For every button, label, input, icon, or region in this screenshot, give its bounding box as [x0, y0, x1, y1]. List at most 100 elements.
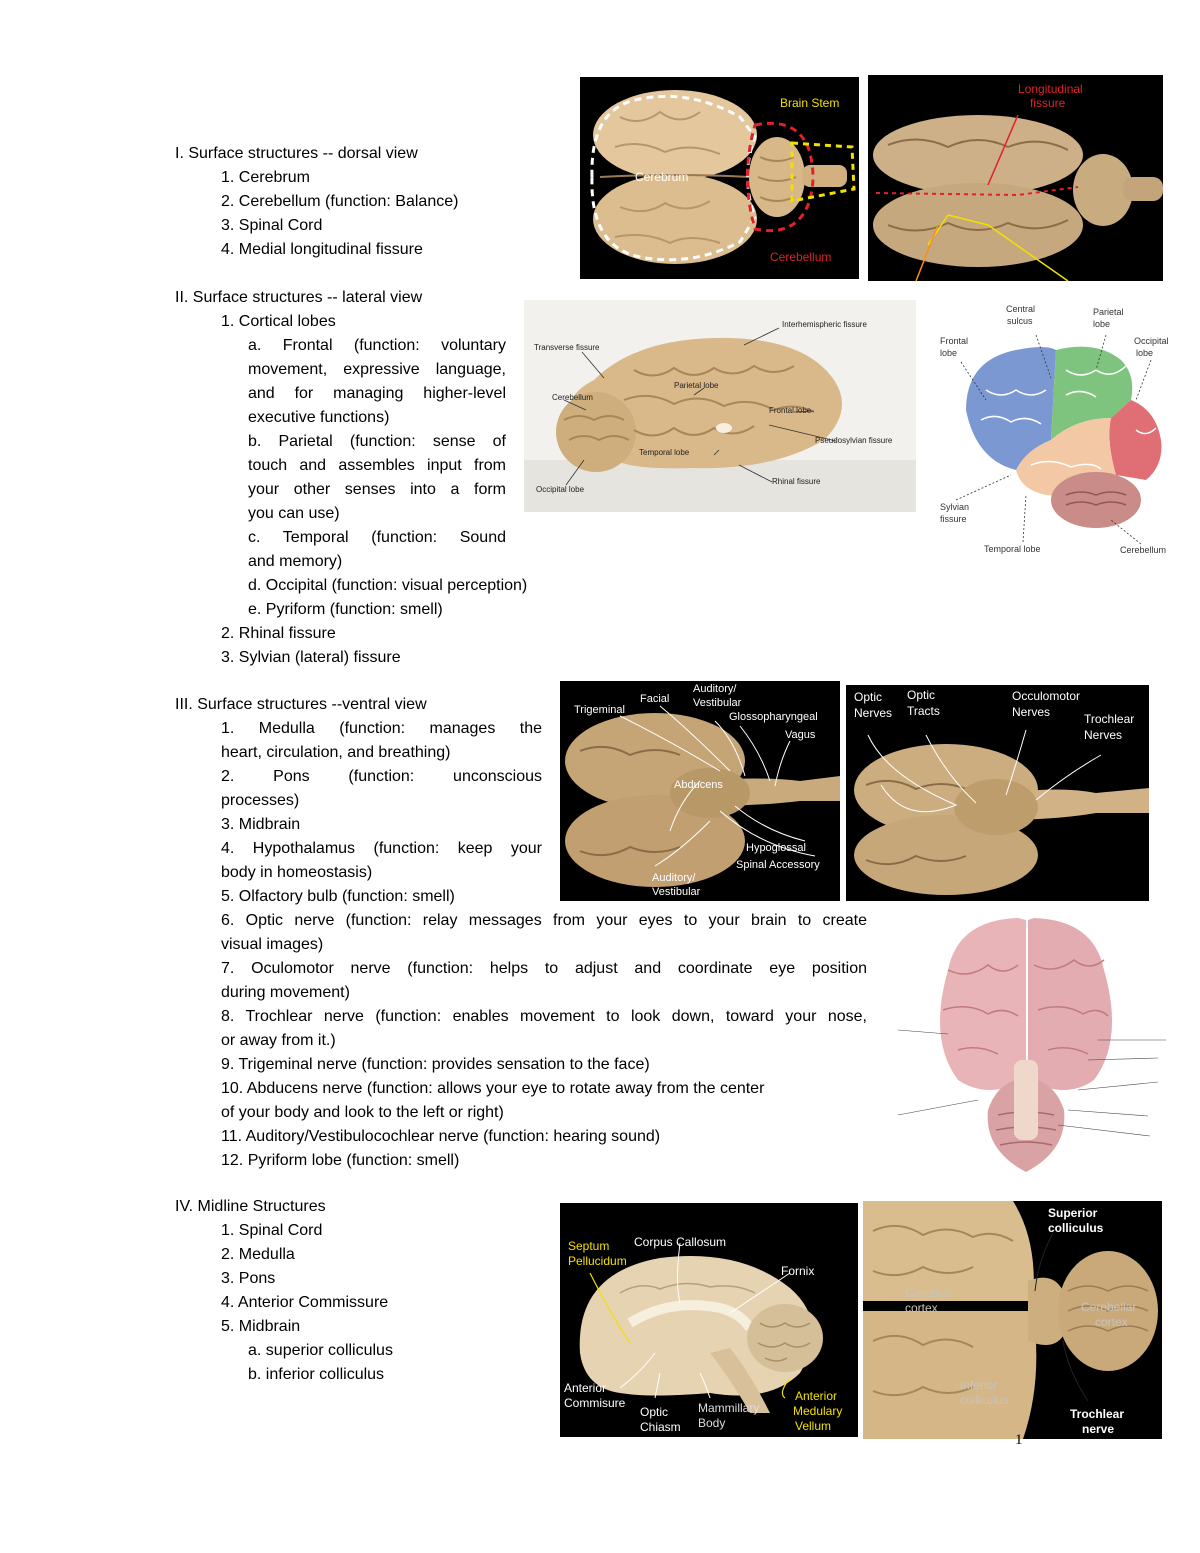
lobes-label-parietal-lobe: lobe — [1093, 319, 1110, 329]
section-3-line: visual images) — [221, 936, 324, 953]
lateral-view-photo: Interhemispheric fissure Transverse fiss… — [524, 300, 916, 512]
page-number: 1 — [1015, 1432, 1023, 1448]
occipital-lobe-line: d. Occipital (function: visual perceptio… — [248, 577, 528, 594]
ventral-label-vestibular-bottom: Vestibular — [652, 886, 701, 898]
dorsal-fissure-illustration: Longitudinal fissure — [873, 82, 1163, 281]
section-1-item: 4. Medial longitudinal fissure — [221, 241, 423, 258]
colliculi-label-trochlear: Trochlear — [1070, 1407, 1124, 1421]
ventral-optic-illustration: Optic Nerves Optic Tracts Occulomotor Ne… — [854, 688, 1149, 895]
parietal-lobe-line: b. Parietal (function: sense of — [248, 433, 506, 450]
section-3-line: 10. Abducens nerve (function: allows you… — [221, 1080, 765, 1097]
temporal-lobe-line: and memory) — [248, 553, 343, 570]
pyriform-lobe-line: e. Pyriform (function: smell) — [248, 601, 443, 618]
colliculi-label-cerebral-cortex: cortex — [905, 1301, 938, 1315]
section-1-heading: I. Surface structures -- dorsal view — [175, 145, 418, 162]
midline-label-fornix: Fornix — [781, 1264, 814, 1278]
colliculi-label-cerebellar: Cerebellar — [1081, 1300, 1136, 1314]
section-2-item: 3. Sylvian (lateral) fissure — [221, 649, 401, 666]
colliculi-label-inferior: Inferior — [960, 1378, 997, 1392]
parietal-lobe-line: touch and assembles input from — [248, 457, 506, 474]
section-4-item: 5. Midbrain — [221, 1318, 301, 1335]
section-1-item: 2. Cerebellum (function: Balance) — [221, 193, 459, 210]
human-brain-ventral-illustration — [897, 918, 1166, 1172]
ventral-label-vestibular: Vestibular — [693, 697, 742, 709]
lobes-label-sulcus: sulcus — [1007, 316, 1033, 326]
midline-label-vellum: Vellum — [795, 1419, 831, 1433]
ventral-label-auditory-bottom: Auditory/ — [652, 872, 696, 884]
dorsal-label-brain-stem: Brain Stem — [780, 96, 839, 110]
dorsal-view-photo: Brain Stem Cerebrum Cerebellum — [580, 77, 859, 279]
section-1-item: 1. Cerebrum — [221, 169, 310, 186]
dorsal-label-longitudinal: Longitudinal — [1018, 82, 1083, 96]
midline-label-body: Body — [698, 1416, 725, 1430]
ventral-cranial-nerves-photo: Trigeminal Facial Auditory/ Vestibular G… — [560, 681, 840, 901]
temporal-lobe-line: c. Temporal (function: Sound — [248, 529, 506, 546]
lateral-label-rhinal: Rhinal fissure — [772, 477, 821, 486]
ventral-label-spinal-accessory: Spinal Accessory — [736, 859, 820, 871]
lateral-label-interhemispheric: Interhemispheric fissure — [782, 320, 867, 329]
section-3-line: 6. Optic nerve (function: relay messages… — [221, 912, 867, 929]
section-3-line: 5. Olfactory bulb (function: smell) — [221, 888, 455, 905]
parietal-lobe-line: you can use) — [248, 505, 340, 522]
lateral-label-cerebellum: Cerebellum — [552, 393, 593, 402]
lobes-label-occipital: Occipital — [1134, 336, 1169, 346]
section-3-line: 4. Hypothalamus (function: keep your — [221, 840, 542, 857]
ventral-label-optic-tracts-2: Tracts — [907, 704, 940, 718]
lobes-label-frontal: Frontal — [940, 336, 968, 346]
ventral-label-optic-nerves: Optic — [854, 690, 882, 704]
section-3-line: 8. Trochlear nerve (function: enables mo… — [221, 1008, 867, 1025]
colliculi-label-superior: Superior — [1048, 1206, 1098, 1220]
midline-label-medulary: Medulary — [793, 1404, 842, 1418]
midline-label-corpus-callosum: Corpus Callosum — [634, 1235, 726, 1249]
frontal-lobe-line: movement, expressive language, — [248, 361, 506, 378]
ventral-label-auditory: Auditory/ — [693, 683, 737, 695]
lobes-label-occipital-lobe: lobe — [1136, 348, 1153, 358]
dorsal-label-cerebrum: Cerebrum — [635, 170, 688, 184]
section-3-line: of your body and look to the left or rig… — [221, 1104, 504, 1121]
lateral-label-occipital: Occipital lobe — [536, 485, 585, 494]
midline-label-pellucidum: Pellucidum — [568, 1254, 627, 1268]
colliculi-photo: Superior colliculus Cerebral cortex Cere… — [863, 1201, 1162, 1439]
cortical-lobes-diagram: Central sulcus Parietal lobe Frontal lob… — [936, 300, 1186, 562]
colliculi-label-inferior-colliculus: colliculus — [960, 1393, 1009, 1407]
lobes-label-cerebellum: Cerebellum — [1120, 545, 1166, 555]
section-4-subitem: b. inferior colliculus — [248, 1366, 385, 1383]
midline-label-anterior: Anterior — [564, 1381, 606, 1395]
midline-label-septum: Septum — [568, 1239, 609, 1253]
midline-sagittal-photo: Septum Pellucidum Corpus Callosum Fornix… — [560, 1203, 858, 1437]
ventral-label-trigeminal: Trigeminal — [574, 704, 625, 716]
midline-label-mammillary: Mammillary — [698, 1401, 759, 1415]
section-2-heading: II. Surface structures -- lateral view — [175, 289, 423, 306]
section-3-line: 2. Pons (function: unconscious — [221, 768, 542, 785]
dorsal-fissure-photo: Longitudinal fissure — [868, 75, 1163, 281]
lateral-label-frontal: Frontal lobe — [769, 406, 812, 415]
section-3-line: body in homeostasis) — [221, 864, 373, 881]
section-1-item: 3. Spinal Cord — [221, 217, 323, 234]
colliculi-label-cerebellar-cortex: cortex — [1095, 1315, 1128, 1329]
dorsal-view-illustration: Brain Stem Cerebrum Cerebellum — [590, 90, 856, 264]
midline-label-commisure: Commisure — [564, 1396, 626, 1410]
section-3-line: 12. Pyriform lobe (function: smell) — [221, 1152, 460, 1169]
section-4-item: 3. Pons — [221, 1270, 276, 1287]
ventral-label-occulomotor-2: Nerves — [1012, 705, 1050, 719]
lateral-label-transverse: Transverse fissure — [534, 343, 600, 352]
lobes-label-central: Central — [1006, 304, 1035, 314]
lobes-label-sylvian: Sylvian — [940, 502, 969, 512]
dorsal-label-fissure: fissure — [1030, 96, 1066, 110]
ventral-optic-photo: Optic Nerves Optic Tracts Occulomotor Ne… — [846, 685, 1149, 901]
ventral-cranial-nerves-illustration: Trigeminal Facial Auditory/ Vestibular G… — [565, 683, 840, 898]
section-3-line: 3. Midbrain — [221, 816, 301, 833]
ventral-label-abducens: Abducens — [674, 779, 723, 791]
section-2-item: 2. Rhinal fissure — [221, 625, 336, 642]
ventral-label-optic-tracts: Optic — [907, 688, 935, 702]
section-4-subitem: a. superior colliculus — [248, 1342, 393, 1359]
section-3-line: heart, circulation, and breathing) — [221, 744, 451, 761]
lobes-label-sylvian-fissure: fissure — [940, 514, 967, 524]
colliculi-label-cerebral: Cerebral — [905, 1286, 951, 1300]
midline-label-chiasm: Chiasm — [640, 1420, 681, 1434]
section-3-line: 7. Oculomotor nerve (function: helps to … — [221, 960, 867, 977]
section-3-line: processes) — [221, 792, 300, 809]
colliculi-illustration: Superior colliculus Cerebral cortex Cere… — [863, 1201, 1158, 1439]
ventral-label-vagus: Vagus — [785, 729, 816, 741]
section-4-heading: IV. Midline Structures — [175, 1198, 326, 1215]
